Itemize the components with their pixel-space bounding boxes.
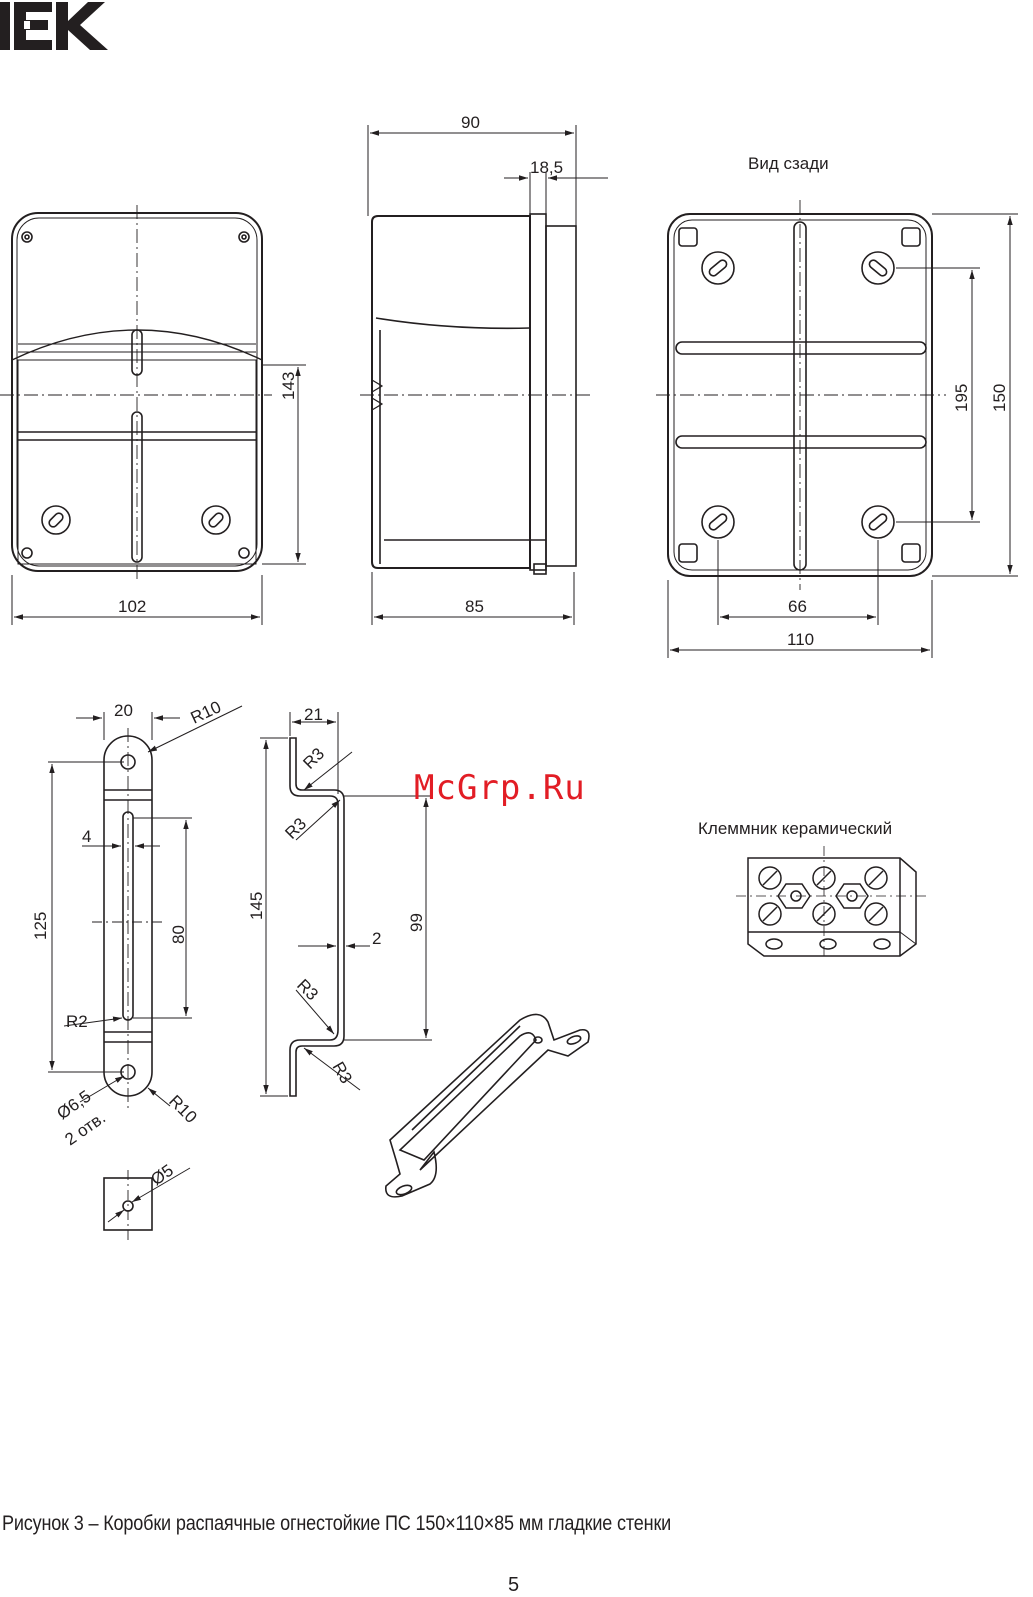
side-dimensions: [368, 125, 608, 625]
bracket-slot-width-label: 4: [82, 827, 91, 846]
bracket-slot-length-label: 80: [169, 925, 188, 944]
bracket-radius-top-label: R10: [188, 697, 224, 727]
profile-r-top1-label: R3: [299, 744, 328, 773]
rear-view-title: Вид сзади: [748, 154, 829, 173]
profile-thickness-label: 2: [372, 929, 381, 948]
terminal-title: Клеммник керамический: [698, 819, 892, 838]
profile-r-bot2-label: R3: [329, 1059, 356, 1087]
profile-r-bot1-label: R3: [293, 975, 322, 1004]
bracket-radius-bottom-label: R10: [165, 1091, 200, 1126]
profile-height-label: 145: [247, 892, 266, 920]
side-depth-label: 85: [465, 597, 484, 616]
profile-r-top2-label: R3: [281, 814, 310, 843]
front-height-label: 143: [279, 372, 298, 400]
bracket-length-label: 125: [31, 912, 50, 940]
rear-view: [656, 200, 946, 590]
terminal-block: [736, 846, 928, 960]
watermark: McGrp.Ru: [414, 768, 586, 808]
side-lid-label: 18,5: [530, 158, 563, 177]
bracket-dimensions: [48, 706, 242, 1106]
side-depth-total-label: 90: [461, 113, 480, 132]
front-view: [0, 205, 272, 582]
page-number: 5: [508, 1574, 519, 1597]
rear-hole-h-label: 66: [788, 597, 807, 616]
bracket-width-label: 20: [114, 701, 133, 720]
front-width-label: 102: [118, 597, 146, 616]
rear-height-label: 150: [990, 384, 1009, 412]
rear-width-label: 110: [787, 630, 814, 649]
profile-width-label: 21: [304, 705, 323, 724]
bracket-profile-view: [290, 738, 344, 1096]
bracket-flat-view: [92, 728, 164, 1108]
bracket-slot-radius-label: R2: [66, 1012, 88, 1031]
rear-hole-v-label: 195: [952, 384, 971, 412]
profile-dimensions: [260, 712, 432, 1096]
bracket-isometric-view: [386, 1014, 589, 1196]
figure-caption: Рисунок 3 – Коробки распаячные огнестойк…: [2, 1512, 671, 1536]
small-plate: [104, 1168, 190, 1240]
profile-offset-label: 99: [407, 913, 426, 932]
side-view: [360, 214, 590, 574]
iek-logo: [0, 2, 108, 50]
